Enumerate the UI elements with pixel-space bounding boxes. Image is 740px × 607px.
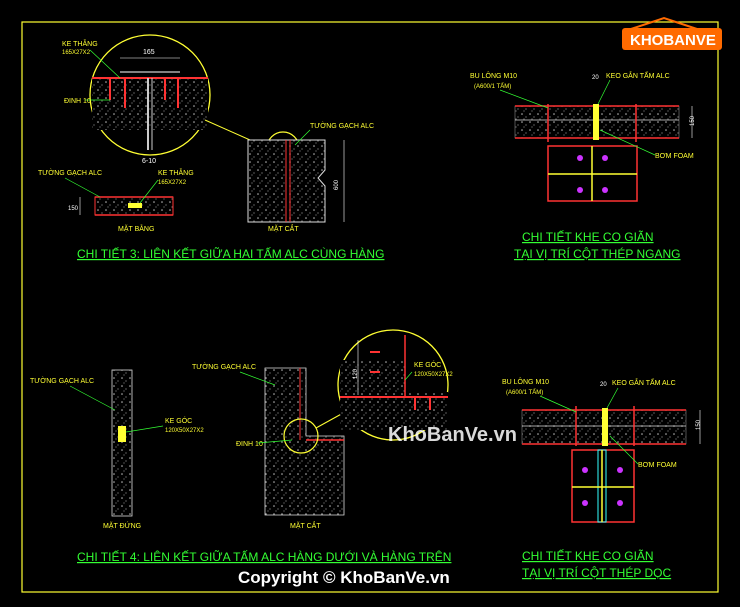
detail-top-right-group: 150 BU LÔNG M10 (A600/1 TẤM) 20 KEO GẮN … xyxy=(470,70,696,261)
detail3-tuong-gach-label: TƯỜNG GẠCH ALC xyxy=(38,168,102,177)
detail3-mat-cat-label: MẶT CẮT xyxy=(268,224,299,233)
detail3-ke-thang-label: KE THẲNG xyxy=(158,168,194,177)
dbr-bu-long-label: BU LÔNG M10 xyxy=(502,377,549,386)
watermark-text: KhoBanVe.vn xyxy=(388,424,517,446)
brand-logo: KHOBANVE xyxy=(622,16,722,50)
detail4-title: CHI TIẾT 4: LIÊN KẾT GIỮA TẤM ALC HÀNG D… xyxy=(77,549,451,564)
detail3-group: KE THẲNG 165X27X2 ĐINH 10 165 6-10 150 T… xyxy=(38,34,384,261)
dbr-title-2: TẠI VỊ TRÍ CỘT THÉP DỌC xyxy=(522,565,671,580)
detail4-group: TƯỜNG GẠCH ALC KE GÓC 120X50X27X2 MẶT ĐỨ… xyxy=(30,329,453,564)
detail4-ke-goc-label: KE GÓC xyxy=(165,416,192,425)
detail4-mat-cat-label: MẶT CẮT xyxy=(290,521,321,530)
detail3-ke-thang-size: 165X27X2 xyxy=(158,180,187,186)
detail4-ke-goc-size: 120X50X27X2 xyxy=(165,428,204,434)
detail3-tuong-gach-right-label: TƯỜNG GẠCH ALC xyxy=(310,121,374,130)
detail3-dim-150: 150 xyxy=(68,206,79,212)
detail3-zoom-circle xyxy=(89,34,211,156)
detail4-dim-120: 120 xyxy=(353,368,359,379)
dbr-bu-long-sub: (A600/1 TẤM) xyxy=(506,389,543,396)
detail4-tuong-gach-mid-label: TƯỜNG GẠCH ALC xyxy=(192,362,256,371)
detail4-zoom-circle xyxy=(337,329,449,441)
dbr-title-1: CHI TIẾT KHE CO GIÃN xyxy=(522,548,654,563)
detail4-ke-goc-right-size: 120X50X27X2 xyxy=(414,372,453,378)
dbr-dim-150: 150 xyxy=(696,419,702,430)
dbr-dim-20: 20 xyxy=(600,382,607,388)
dtr-keo-label: KEO GẮN TẤM ALC xyxy=(606,70,670,80)
detail4-tuong-gach-left-label: TƯỜNG GẠCH ALC xyxy=(30,376,94,385)
dtr-title-2: TẠI VỊ TRÍ CỘT THÉP NGANG xyxy=(514,246,680,261)
dtr-bom-foam-label: BƠM FOAM xyxy=(655,153,694,160)
detail3-dim-bottom: 6-10 xyxy=(142,158,156,165)
dtr-dim-150: 150 xyxy=(690,115,696,126)
dtr-bu-long-sub: (A600/1 TẤM) xyxy=(474,83,511,90)
dtr-title-1: CHI TIẾT KHE CO GIÃN xyxy=(522,229,654,244)
dtr-bu-long-label: BU LÔNG M10 xyxy=(470,71,517,80)
dbr-keo-label: KEO GẮN TẤM ALC xyxy=(612,377,676,387)
detail3-mat-bang-label: MẶT BẰNG xyxy=(118,224,154,233)
detail3-dinh-label: ĐINH 10 xyxy=(64,98,91,105)
detail4-dinh-label: ĐINH 10 xyxy=(236,441,263,448)
detail3-zoom-panel xyxy=(92,78,208,130)
detail3-dim-165: 165 xyxy=(143,49,155,56)
detail3-title: CHI TIẾT 3: LIÊN KẾT GIỮA HAI TẤM ALC CÙ… xyxy=(77,246,384,261)
detail3-ke-thang-top-label: KE THẲNG xyxy=(62,39,98,48)
logo-text: KHOBANVE xyxy=(630,32,716,49)
detail4-ke-goc-right-label: KE GÓC xyxy=(414,360,441,369)
dbr-bom-foam-label: BƠM FOAM xyxy=(638,462,677,469)
detail3-ke-thang-top-size: 165X27X2 xyxy=(62,50,91,56)
copyright-text: Copyright © KhoBanVe.vn xyxy=(238,568,450,587)
drawing-frame xyxy=(21,21,719,593)
detail4-mat-dung-label: MẶT ĐỨNG xyxy=(103,521,141,530)
detail-bottom-right-group: 150 BU LÔNG M10 (A600/1 TẤM) 20 KEO GẮN … xyxy=(502,377,702,580)
detail3-dim-600: 600 xyxy=(334,179,340,190)
dtr-dim-20: 20 xyxy=(592,75,599,81)
